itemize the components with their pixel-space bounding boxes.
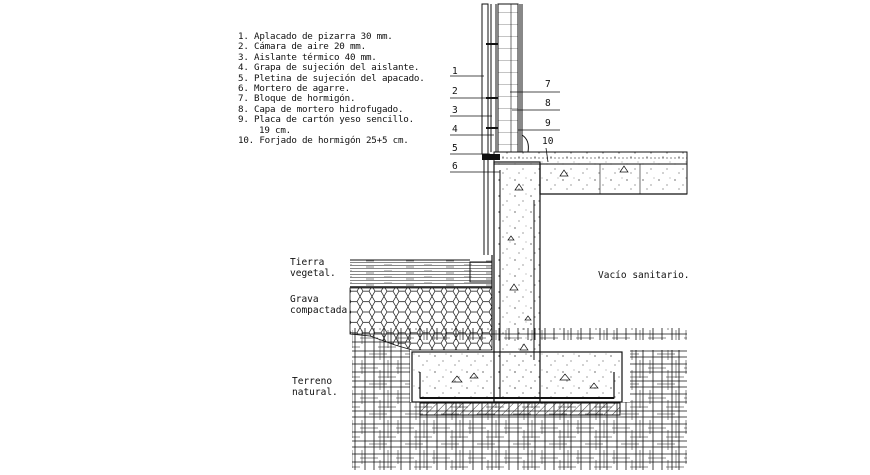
callout-3: 3 <box>452 105 458 116</box>
leader-lines <box>450 75 560 173</box>
legend-item-continuation: 19 cm. <box>259 124 291 136</box>
foundation-wall <box>469 161 541 403</box>
legend-item: 8. Capa de mortero hidrofugado. <box>238 103 404 115</box>
legend-item: 6. Mortero de agarre. <box>238 83 350 95</box>
callout-2: 2 <box>452 86 458 97</box>
floor-slab <box>493 151 688 195</box>
legend-item: 10. Forjado de hormigón 25+5 cm. <box>238 135 409 147</box>
callout-7: 7 <box>545 79 551 90</box>
legend: 1. Aplacado de pizarra 30 mm. 2. Cámara … <box>238 31 425 147</box>
legend-item: 7. Bloque de hormigón. <box>238 93 356 105</box>
legend-item: 9. Placa de cartón yeso sencillo. <box>238 114 414 126</box>
topsoil-layer <box>350 259 492 288</box>
label-vacio-sanitario: Vacío sanitario. <box>598 270 690 281</box>
callout-9: 9 <box>545 118 551 129</box>
label-tierra-vegetal: Tierra vegetal. <box>290 257 336 279</box>
legend-item: 5. Pletina de sujeción del apacado. <box>238 72 425 84</box>
callout-4: 4 <box>452 124 458 135</box>
legend-item: 1. Aplacado de pizarra 30 mm. <box>238 31 393 42</box>
callout-10: 10 <box>542 136 554 147</box>
label-terreno-natural: Terreno natural. <box>292 376 338 398</box>
label-grava-compactada: Grava compactada. <box>290 294 353 316</box>
legend-item: 3. Aislante térmico 40 mm. <box>238 51 377 63</box>
callout-6: 6 <box>452 161 458 172</box>
legend-item: 2. Cámara de aire 20 mm. <box>238 41 366 53</box>
callout-5: 5 <box>452 143 458 154</box>
callout-8: 8 <box>545 98 551 109</box>
callout-1: 1 <box>452 66 458 77</box>
wall-layers <box>481 3 529 255</box>
legend-item: 4. Grapa de sujeción del aislante. <box>238 62 420 74</box>
